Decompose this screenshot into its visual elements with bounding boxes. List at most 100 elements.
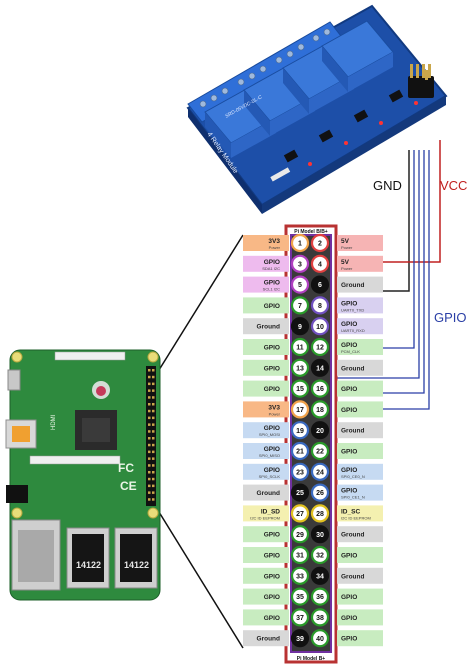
pin-4: 4	[310, 254, 330, 273]
relay-pin-header	[408, 64, 434, 98]
pin-circle	[290, 587, 310, 606]
pin-6-label: Ground	[337, 276, 383, 293]
pin-24: 24	[310, 462, 330, 481]
audio-jack	[6, 485, 28, 503]
pin-31: 31	[290, 545, 310, 565]
pin-31-label: GPIO	[243, 547, 289, 563]
pin-39: 39	[290, 629, 310, 648]
pi-pin	[148, 375, 151, 379]
pi-pin	[152, 382, 155, 386]
pin-number: 7	[298, 303, 302, 310]
pin-14: 14	[310, 358, 330, 377]
pi-pin	[148, 498, 151, 501]
pin-name: GPIO	[264, 594, 280, 601]
pin-15-label: GPIO	[243, 380, 289, 397]
ce-mark: CE	[120, 479, 137, 493]
pin-circle	[290, 337, 310, 357]
pin-label-bg	[243, 443, 289, 459]
pin-number: 8	[318, 303, 322, 310]
pin-number: 10	[316, 324, 324, 331]
pin-label-bg	[337, 380, 383, 397]
pin-label-bg	[243, 630, 289, 647]
relay-module: SRD-05VDC-SL-C 4 Relay Module	[186, 4, 448, 214]
pin-circle	[310, 337, 330, 357]
pin-number: 37	[296, 615, 304, 622]
pin-circle	[290, 275, 310, 294]
pin-36: 36	[310, 587, 330, 606]
pin-13: 13	[290, 358, 310, 377]
pin-21: 21	[290, 441, 310, 461]
pin-label-bg	[243, 401, 289, 418]
pin-8: 8	[310, 296, 330, 315]
pin-function: SCL1 I2C	[263, 287, 280, 292]
pin-circle	[310, 233, 330, 253]
pi-pin	[148, 430, 151, 433]
hdmi-port	[5, 419, 37, 449]
pi-pin	[148, 457, 151, 460]
pi-pin	[152, 484, 155, 488]
pin-22: 22	[310, 441, 330, 461]
pin-number: 33	[296, 573, 304, 580]
pi-pin	[152, 375, 155, 379]
pin-34: 34	[310, 566, 330, 585]
pin-circle	[290, 379, 310, 398]
pin-number: 25	[296, 490, 304, 497]
pin-function: SPI0_MOSI	[259, 432, 280, 437]
pin-6: 6	[310, 275, 330, 294]
pin-label-bg	[243, 235, 289, 251]
pin-name: GPIO	[341, 321, 357, 328]
gpio-label: GPIO	[434, 310, 467, 325]
pi-pin	[152, 430, 155, 433]
pin-7: 7	[290, 296, 310, 315]
pin-function: SPI0_MISO	[259, 453, 280, 458]
camera-connector	[29, 455, 121, 465]
pin-circle	[310, 587, 330, 606]
pin-number: 30	[316, 532, 324, 539]
pin-label-bg	[337, 339, 383, 355]
pi-pin	[148, 484, 151, 488]
pin-20: 20	[310, 421, 330, 440]
pin-number: 38	[316, 615, 324, 622]
pin-name: GPIO	[264, 303, 280, 310]
pin-function: UART0_RXD	[341, 328, 365, 333]
pin-35-label: GPIO	[243, 588, 289, 605]
pin-7-label: GPIO	[243, 297, 289, 314]
pi-pin	[148, 450, 151, 454]
pin-circle	[310, 462, 330, 481]
pin-circle	[310, 358, 330, 377]
vcc-label: VCC	[440, 178, 467, 193]
pin-number: 16	[316, 386, 324, 393]
pin-label-bg	[243, 422, 289, 439]
pi-pin	[148, 443, 151, 447]
pin-1: 1	[290, 233, 310, 253]
header-bottom-label: Pi Model B+	[297, 656, 326, 662]
pin-function: Power	[341, 266, 353, 271]
pin-name: 5V	[341, 259, 350, 266]
pin-name: Ground	[341, 428, 364, 435]
pi-pin	[152, 437, 155, 440]
pin-circle	[310, 608, 330, 627]
pin-number: 32	[316, 553, 324, 560]
pin-circle	[310, 379, 330, 398]
pin-label-bg	[337, 567, 383, 584]
pin-number: 29	[296, 532, 304, 539]
pin-label-bg	[337, 318, 383, 335]
pin-label-bg	[243, 588, 289, 605]
pin-function: I2C ID EEPROM	[341, 515, 371, 520]
pin-23: 23	[290, 462, 310, 481]
pin-name: GPIO	[264, 386, 280, 393]
pin-name: GPIO	[341, 488, 357, 495]
pin-name: 3V3	[268, 238, 280, 245]
pin-label-bg	[243, 276, 289, 293]
pin-label-bg	[243, 505, 289, 522]
pin-circle	[310, 400, 330, 419]
pin-label-bg	[337, 401, 383, 418]
pi-pin	[148, 423, 151, 426]
pin-name: Ground	[257, 636, 280, 643]
pin-circle	[310, 566, 330, 585]
